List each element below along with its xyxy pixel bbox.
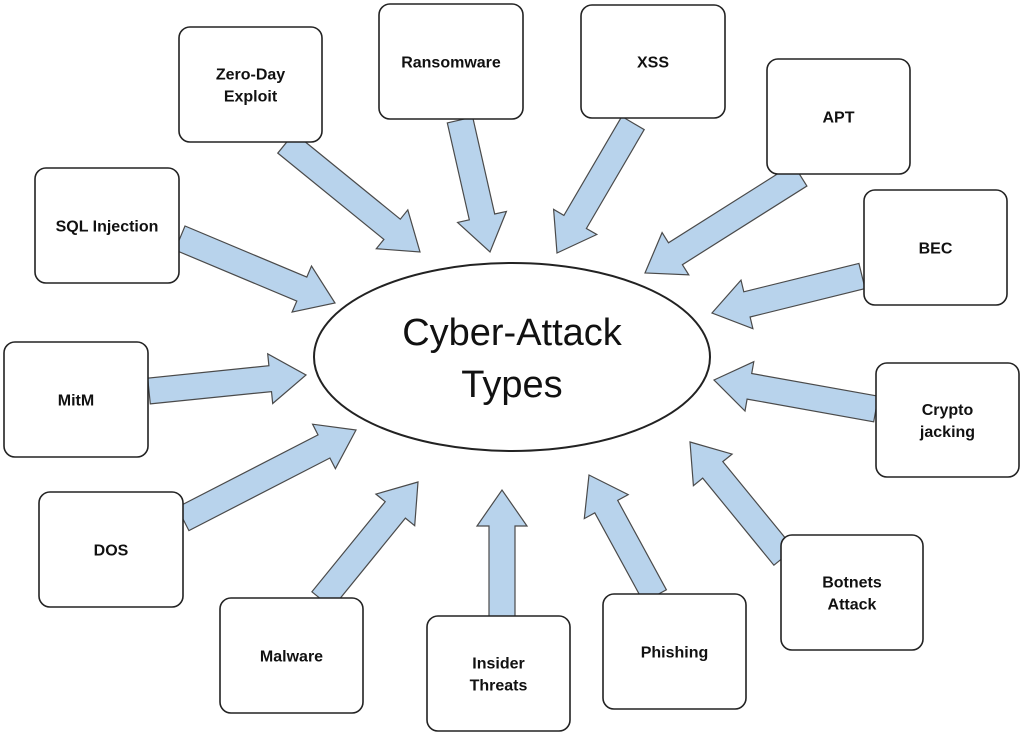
apt-arrow — [644, 163, 808, 276]
center-node: Cyber-Attack Types — [313, 262, 711, 452]
bec-label-line-1: BEC — [919, 241, 953, 258]
xss-label-line-1: XSS — [637, 55, 669, 72]
dos-box — [38, 491, 184, 608]
insider-threats-label-line-2: Threats — [470, 678, 528, 695]
malware-box — [219, 597, 364, 714]
insider-threats-label-line-1: Insider — [472, 656, 524, 673]
insider-threats-arrow — [475, 488, 529, 619]
bec-box — [863, 189, 1008, 306]
insider-threats-box — [426, 615, 571, 732]
botnets-attack-label-line-1: Botnets — [822, 575, 882, 592]
apt-label-line-1: APT — [823, 110, 855, 127]
malware-node: Malware — [219, 597, 364, 714]
xss-box — [580, 4, 726, 119]
crypto-jacking-box — [875, 362, 1020, 478]
phishing-box — [602, 593, 747, 710]
sql-injection-label-line-1: SQL Injection — [56, 219, 159, 236]
ransomware-label-line-1: Ransomware — [401, 55, 501, 72]
dos-label-line-1: DOS — [94, 543, 129, 560]
ransomware-arrow — [446, 116, 508, 254]
dos-arrow — [176, 423, 357, 532]
ransomware-box — [378, 3, 524, 120]
center-ellipse — [313, 262, 711, 452]
mitm-label-line-1: MitM — [58, 393, 94, 410]
crypto-jacking-label-line-1: Crypto — [922, 402, 974, 419]
center-title-line-2: Types — [461, 364, 562, 406]
bec-node: BEC — [863, 189, 1008, 306]
phishing-node: Phishing — [602, 593, 747, 710]
mitm-box — [3, 341, 149, 458]
xss-arrow — [552, 115, 646, 254]
dos-node: DOS — [38, 491, 184, 608]
crypto-jacking-node: Crypto jacking — [875, 362, 1020, 478]
botnets-attack-arrow — [689, 441, 795, 567]
zero-day-exploit-label-line-1: Zero-Day — [216, 67, 285, 84]
sql-injection-node: SQL Injection — [34, 167, 180, 284]
sql-injection-box — [34, 167, 180, 284]
bec-arrow — [710, 262, 866, 330]
arrows-layer — [147, 115, 879, 619]
crypto-jacking-arrow — [712, 360, 879, 423]
apt-node: APT — [766, 58, 911, 175]
phishing-arrow — [583, 474, 668, 604]
mitm-node: MitM — [3, 341, 149, 458]
botnets-attack-box — [780, 534, 924, 651]
phishing-label-line-1: Phishing — [641, 645, 709, 662]
malware-label-line-1: Malware — [260, 649, 323, 666]
center-title-line-1: Cyber-Attack — [402, 312, 623, 354]
malware-arrow — [311, 481, 419, 610]
zero-day-exploit-label-line-2: Exploit — [224, 89, 278, 106]
botnets-attack-label-line-2: Attack — [828, 597, 877, 614]
mitm-arrow — [147, 352, 308, 405]
xss-node: XSS — [580, 4, 726, 119]
zero-day-exploit-box — [178, 26, 323, 143]
zero-day-exploit-arrow — [276, 132, 421, 253]
ransomware-node: Ransomware — [378, 3, 524, 120]
crypto-jacking-label-line-2: jacking — [919, 424, 975, 441]
sql-injection-arrow — [174, 225, 336, 313]
apt-box — [766, 58, 911, 175]
